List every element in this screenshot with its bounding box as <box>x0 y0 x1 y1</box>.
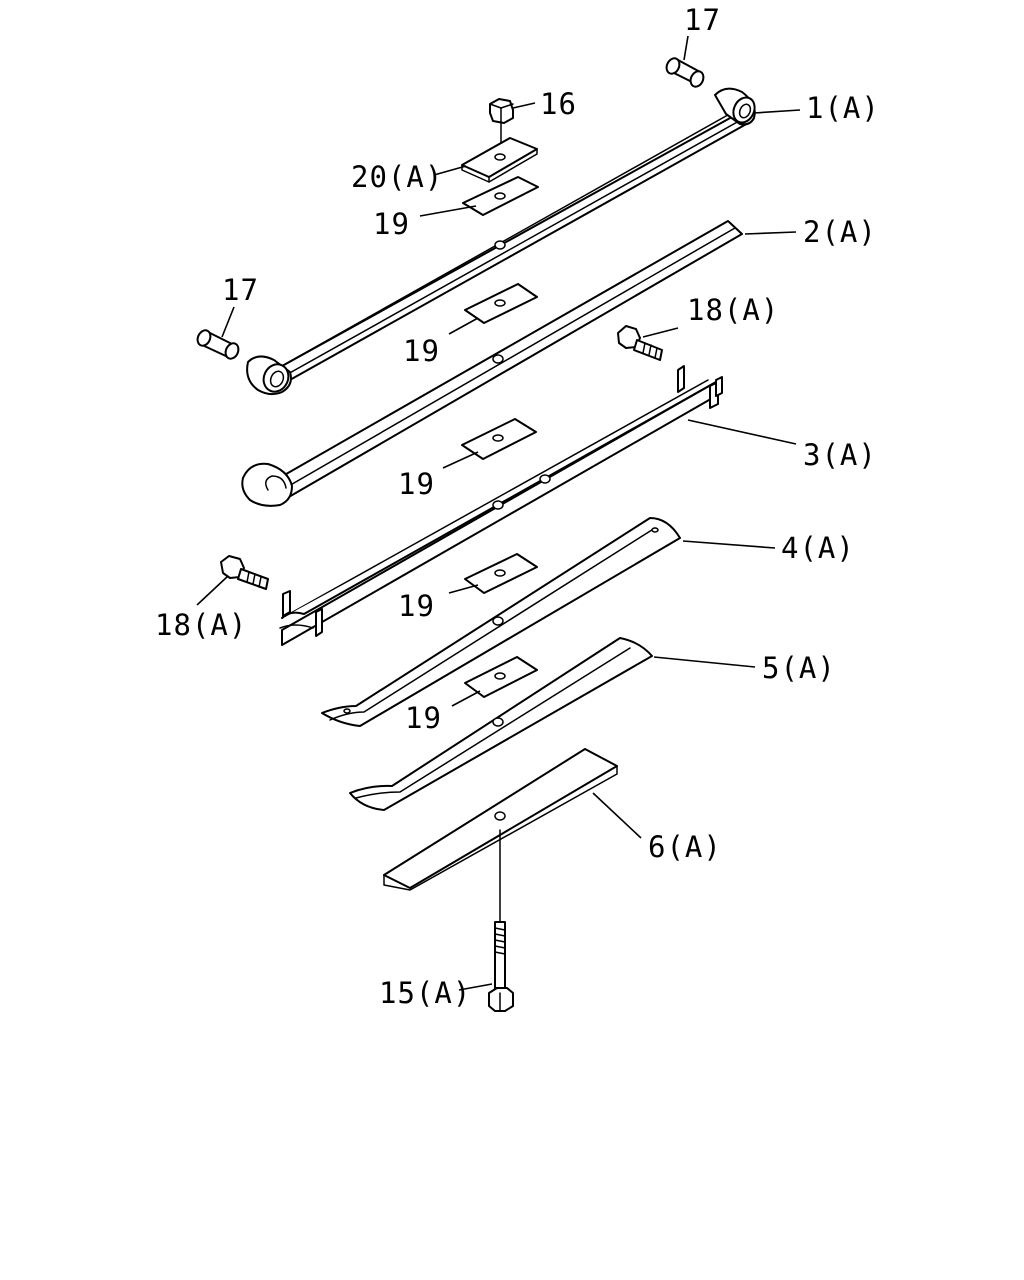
leaf-6 <box>383 748 618 891</box>
callout-17-top: 17 <box>684 3 721 37</box>
callout-18-right: 18(A) <box>687 293 779 327</box>
callout-19-e: 19 <box>405 701 442 735</box>
callout-19-b: 19 <box>403 334 440 368</box>
callout-17-left: 17 <box>222 273 259 307</box>
leaf-5 <box>349 637 653 811</box>
callout-5: 5(A) <box>762 651 836 685</box>
callout-19-a: 19 <box>373 207 410 241</box>
callout-16: 16 <box>540 87 577 121</box>
callout-18-left: 18(A) <box>155 608 247 642</box>
leaf-3 <box>279 365 723 646</box>
pad-19-5 <box>464 656 538 698</box>
nut-16 <box>489 98 514 158</box>
callout-3: 3(A) <box>803 438 877 472</box>
pad-19-4 <box>464 553 538 594</box>
pad-19-3 <box>461 418 537 460</box>
bolt-18-right <box>617 325 663 361</box>
pad-19-1 <box>462 176 539 216</box>
callout-2: 2(A) <box>803 215 877 249</box>
callout-19-c: 19 <box>398 467 435 501</box>
callout-20: 20(A) <box>351 160 443 194</box>
leaf-2 <box>241 220 743 507</box>
pad-19-2 <box>464 283 538 324</box>
callout-1: 1(A) <box>806 91 880 125</box>
callout-15: 15(A) <box>379 976 471 1010</box>
leaf-4 <box>321 517 681 727</box>
callout-19-d: 19 <box>398 589 435 623</box>
bushing-17-top <box>665 57 705 88</box>
plate-20 <box>461 137 538 183</box>
bushing-17-left <box>196 329 240 360</box>
callout-labels: 17 16 1(A) 20(A) 19 2(A) 17 18(A) 19 3(A… <box>155 3 880 1010</box>
callout-6: 6(A) <box>648 830 722 864</box>
bolt-18-left <box>220 555 269 590</box>
leaf-1-main <box>246 87 756 396</box>
leader-lines <box>196 35 801 991</box>
callout-4: 4(A) <box>781 531 855 565</box>
center-bolt-15 <box>488 829 514 1012</box>
